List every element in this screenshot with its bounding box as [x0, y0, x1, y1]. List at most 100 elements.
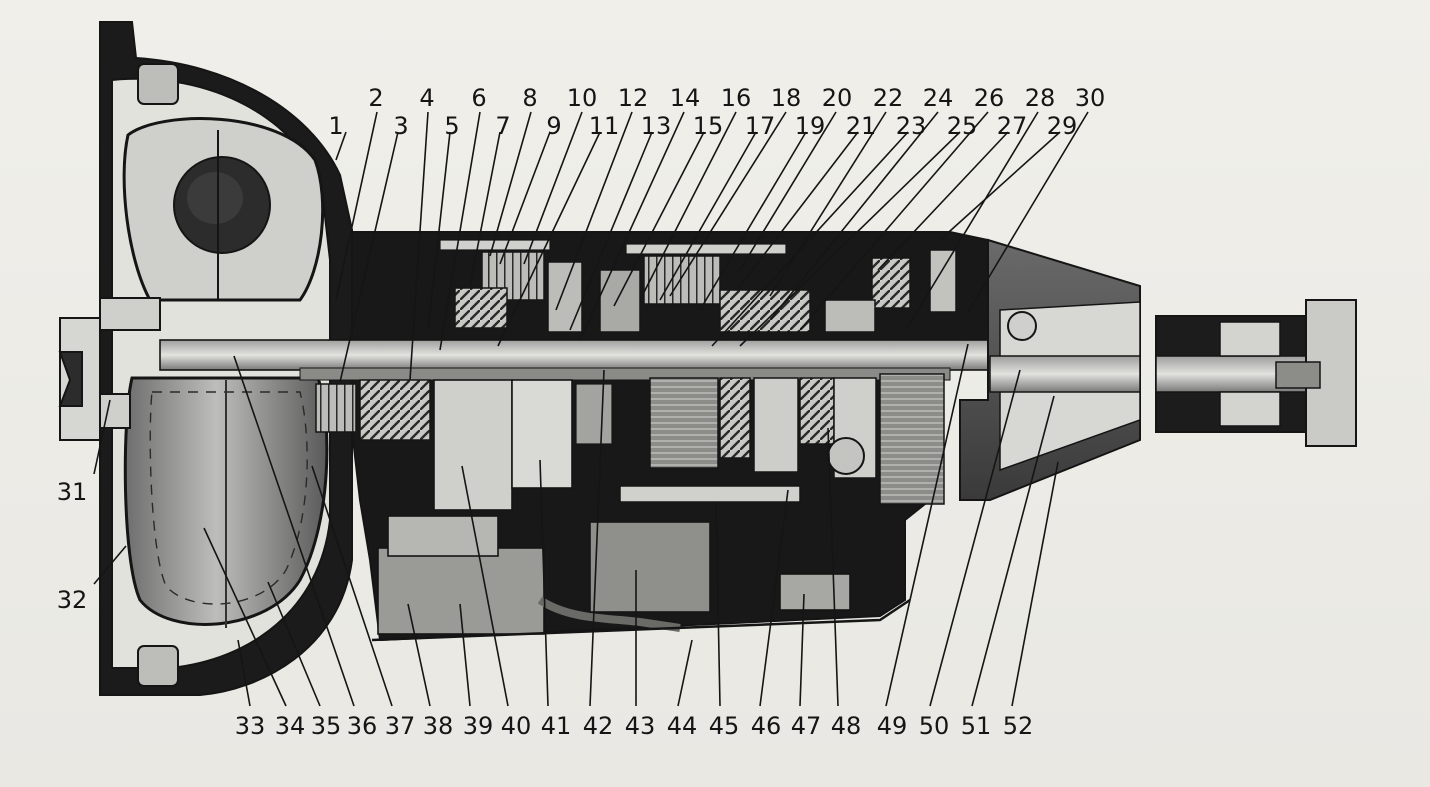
callout-13: 13 — [641, 112, 672, 140]
leader-7 — [469, 131, 501, 287]
callout-32: 32 — [57, 586, 88, 614]
callout-30: 30 — [1075, 84, 1106, 112]
callout-22: 22 — [873, 84, 904, 112]
leader-24 — [769, 111, 939, 321]
callout-8: 8 — [522, 84, 537, 112]
callout-19: 19 — [795, 112, 826, 140]
callout-35: 35 — [311, 712, 342, 740]
callout-2: 2 — [368, 84, 383, 112]
callout-42: 42 — [583, 712, 614, 740]
leader-37 — [311, 465, 393, 707]
callout-51: 51 — [961, 712, 992, 740]
leader-47 — [799, 593, 805, 707]
callout-4: 4 — [419, 84, 434, 112]
leader-42 — [589, 369, 605, 707]
leader-17 — [659, 131, 757, 301]
input-shaft-stub — [58, 317, 101, 441]
callout-28: 28 — [1025, 84, 1056, 112]
callout-40: 40 — [501, 712, 532, 740]
leader-19 — [699, 131, 807, 311]
leader-lines — [93, 111, 1089, 707]
callout-14: 14 — [670, 84, 701, 112]
callout-25: 25 — [947, 112, 978, 140]
leader-41 — [539, 459, 549, 707]
callout-29: 29 — [1047, 112, 1078, 140]
callout-38: 38 — [423, 712, 454, 740]
callout-36: 36 — [347, 712, 378, 740]
callout-27: 27 — [997, 112, 1028, 140]
callout-24: 24 — [923, 84, 954, 112]
leader-23 — [711, 131, 909, 347]
leader-45 — [715, 501, 721, 707]
callout-labels: 1 2 3 4 5 6 7 8 9 10 11 12 13 14 15 16 1… — [57, 84, 1106, 740]
extension-housing — [959, 238, 1141, 501]
leader-8 — [489, 111, 532, 257]
output-yoke — [1155, 299, 1357, 447]
leader-34 — [203, 527, 287, 707]
callout-9: 9 — [546, 112, 561, 140]
callout-33: 33 — [235, 712, 266, 740]
callout-50: 50 — [919, 712, 950, 740]
leader-3 — [339, 131, 399, 383]
leader-21 — [739, 131, 859, 287]
leader-40 — [461, 465, 509, 707]
leader-22 — [769, 111, 887, 297]
leader-36 — [233, 355, 355, 707]
leader-14 — [579, 111, 685, 341]
leader-18 — [669, 111, 787, 297]
callout-31: 31 — [57, 478, 88, 506]
callout-10: 10 — [567, 84, 598, 112]
callout-15: 15 — [693, 112, 724, 140]
leader-25 — [739, 131, 961, 347]
leader-29 — [939, 131, 1061, 241]
callout-12: 12 — [618, 84, 649, 112]
leader-10 — [523, 111, 583, 265]
callout-16: 16 — [721, 84, 752, 112]
leader-33 — [237, 639, 251, 707]
callout-48: 48 — [831, 712, 862, 740]
leader-13 — [569, 131, 653, 331]
leader-20 — [739, 111, 837, 271]
callout-21: 21 — [846, 112, 877, 140]
leader-11 — [497, 131, 601, 347]
callout-43: 43 — [625, 712, 656, 740]
mainshaft — [159, 339, 991, 381]
callout-7: 7 — [495, 112, 510, 140]
torque-converter-housing — [99, 21, 353, 696]
callout-45: 45 — [709, 712, 740, 740]
leader-46 — [759, 489, 789, 707]
callout-3: 3 — [393, 112, 408, 140]
leader-27 — [877, 131, 1009, 271]
callout-18: 18 — [771, 84, 802, 112]
callout-44: 44 — [667, 712, 698, 740]
leader-1 — [335, 131, 347, 161]
leader-32 — [93, 545, 127, 585]
callout-17: 17 — [745, 112, 776, 140]
callout-37: 37 — [385, 712, 416, 740]
leader-44 — [677, 639, 693, 707]
leader-35 — [267, 581, 321, 707]
leader-15 — [613, 131, 705, 307]
leader-16 — [639, 111, 737, 301]
leader-31 — [93, 399, 111, 475]
leader-51 — [971, 395, 1055, 707]
leader-12 — [555, 111, 633, 311]
callout-5: 5 — [444, 112, 459, 140]
callout-39: 39 — [463, 712, 494, 740]
callout-20: 20 — [822, 84, 853, 112]
leader-48 — [827, 427, 839, 707]
callout-34: 34 — [275, 712, 306, 740]
leader-6 — [439, 111, 481, 351]
callout-11: 11 — [589, 112, 620, 140]
callout-41: 41 — [541, 712, 572, 740]
leader-30 — [967, 111, 1089, 313]
callout-49: 49 — [877, 712, 908, 740]
leader-49 — [885, 343, 969, 707]
leader-52 — [1011, 461, 1059, 707]
leader-38 — [407, 603, 431, 707]
lower-internals — [315, 373, 945, 511]
callout-47: 47 — [791, 712, 822, 740]
leader-5 — [427, 131, 451, 331]
callout-26: 26 — [974, 84, 1005, 112]
